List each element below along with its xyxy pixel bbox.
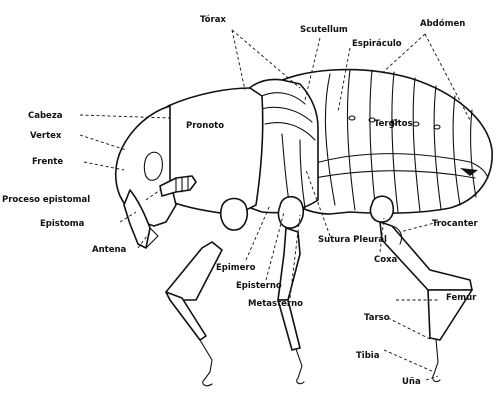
label-scutellum: Scutellum [300, 25, 348, 35]
label-epistoma: Epistoma [40, 219, 85, 229]
label-metasterno: Metasterno [248, 299, 303, 309]
label-coxa: Coxa [374, 255, 398, 265]
label-pronoto: Pronoto [186, 121, 224, 131]
fore-femur [166, 242, 222, 300]
leader-line [384, 350, 434, 372]
leader-line [232, 30, 245, 90]
label-femur: Femur [446, 293, 477, 303]
label-tergitos: Tergitos [374, 119, 413, 129]
hind-tarsus [434, 339, 438, 374]
leader-line [388, 318, 432, 340]
fore-coxa [221, 199, 248, 231]
leader-line [246, 205, 270, 260]
leader-line [80, 135, 126, 150]
hind-coxa [370, 196, 393, 222]
fore-tarsus [200, 340, 212, 380]
label-tibia: Tibia [356, 351, 380, 361]
label-cabeza: Cabeza [28, 111, 63, 121]
label-espiraculo: Espiráculo [352, 39, 402, 49]
mid-tarsus [296, 349, 302, 378]
pronotum-outline [160, 88, 263, 215]
label-una: Uña [402, 377, 421, 387]
mid-coxa [278, 197, 303, 228]
mid-claw [297, 378, 304, 384]
label-epimero: Epimero [216, 263, 256, 273]
label-frente: Frente [32, 157, 63, 167]
label-tarso: Tarso [364, 313, 390, 323]
label-episterno: Episterno [236, 281, 282, 291]
eye-shape [144, 152, 162, 180]
label-sutura-pleural: Sutura Pleural [318, 235, 387, 245]
label-trocanter: Trocanter [432, 219, 479, 229]
fore-claw [203, 380, 212, 386]
label-abdomen: Abdómen [420, 18, 465, 29]
leader-line [426, 376, 438, 380]
label-antena: Antena [92, 245, 127, 255]
label-proceso-epistomal: Proceso epistomal [2, 195, 90, 205]
label-vertex: Vertex [30, 131, 62, 141]
label-torax: Tórax [200, 14, 226, 25]
